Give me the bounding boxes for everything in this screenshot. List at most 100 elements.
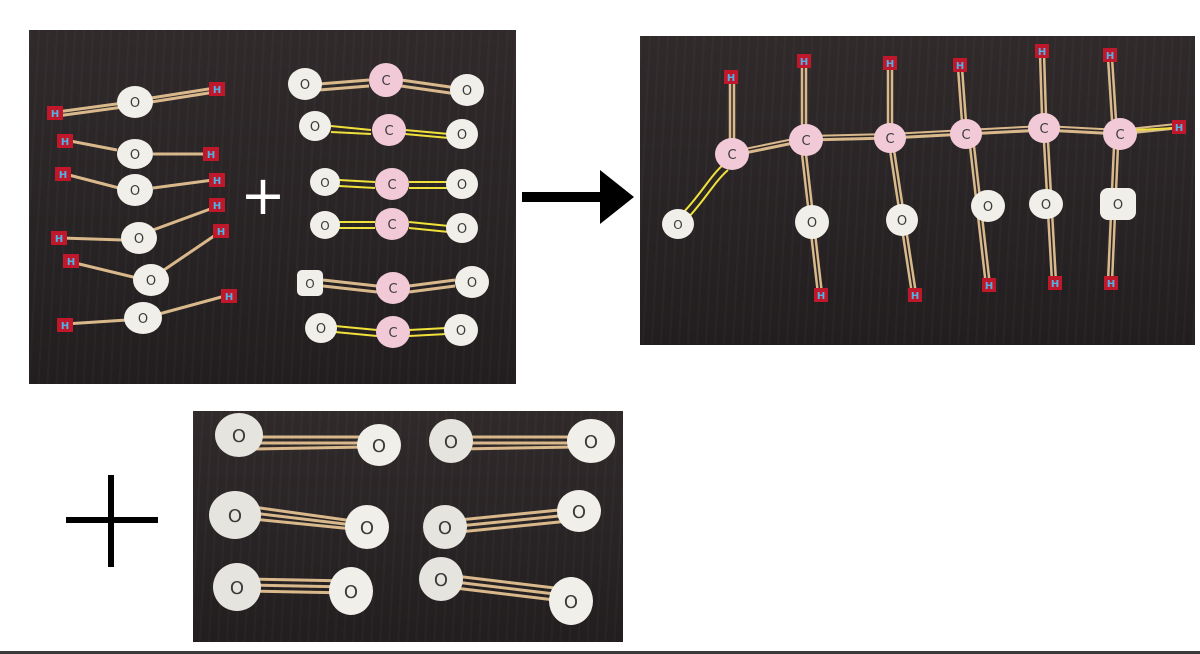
oxygen-atom <box>444 314 478 346</box>
hydrogen-atom <box>209 198 225 212</box>
oxygen-row: O O O O O O <box>662 188 1136 239</box>
oxygen-atom <box>305 313 337 343</box>
carbon-label: C <box>727 148 736 163</box>
carbon-label: C <box>388 282 397 297</box>
oxygen-atom <box>446 119 478 149</box>
oxygen-atom <box>121 222 157 254</box>
hydrogen-atom <box>1104 276 1118 290</box>
hydrogen-label: H <box>59 170 67 181</box>
water-molecule: H H O <box>57 134 219 169</box>
oxygen-atom <box>310 168 340 196</box>
hydrogen-label: H <box>213 176 221 187</box>
hydrogen-label: H <box>800 57 808 68</box>
oxygen-label: O <box>462 84 472 99</box>
oxygen-label: O <box>360 518 374 539</box>
oxygen-atom <box>117 174 153 206</box>
hydrogen-label: H <box>61 321 69 332</box>
oxygen-label: O <box>344 582 358 603</box>
oxygen-label: O <box>457 128 467 143</box>
hydrogen-atom <box>883 56 897 70</box>
carbon-label: C <box>387 178 396 193</box>
hydrogen-label: H <box>1106 51 1114 62</box>
oxygen-label: O <box>444 432 458 453</box>
hydrogen-atom <box>1172 120 1186 134</box>
carbon-atom <box>789 124 823 156</box>
oxygen-atom <box>429 419 473 463</box>
oxygen-atom <box>567 419 615 463</box>
hydrogen-atom <box>47 106 63 120</box>
oxygen-atom <box>1100 188 1136 220</box>
oxygen-atom <box>117 139 153 169</box>
oxygen-label: O <box>438 518 452 539</box>
oxygen-label: O <box>457 178 467 193</box>
hydrogen-atom <box>55 167 71 181</box>
o2-molecule: O O <box>215 413 401 466</box>
o2-molecule: O O <box>429 419 615 463</box>
reaction-arrow-icon <box>522 170 634 224</box>
hydrogen-atom <box>1048 276 1062 290</box>
oxygen-atom <box>971 190 1005 222</box>
hydrogen-atom <box>1103 48 1117 62</box>
hydrogen-label: H <box>207 150 215 161</box>
hydrogen-atom <box>724 70 738 84</box>
water-molecule: H H O <box>63 224 229 296</box>
oxygen-label: O <box>807 216 817 231</box>
hydrogen-atom <box>209 82 225 96</box>
oxygen-atom <box>209 491 261 539</box>
oxygen-atom <box>423 505 467 549</box>
oxygen-label: O <box>983 200 993 215</box>
carbon-atom <box>1103 118 1137 150</box>
reactants-photo: H H O H H O H H O <box>29 30 516 384</box>
hydrogen-atom <box>213 224 229 238</box>
hydrogen-label: H <box>1038 47 1046 58</box>
oxygen-label: O <box>232 426 246 447</box>
o2-molecule: O O <box>423 490 601 549</box>
carbon-atom <box>375 208 409 240</box>
oxygen-atom <box>133 264 169 296</box>
oxygen-photo: O O O O O O O O O O <box>193 411 623 642</box>
hydrogen-label: H <box>67 257 75 268</box>
oxygen-label: O <box>456 324 466 339</box>
oxygen-label: O <box>372 436 386 457</box>
hydrogen-label: H <box>213 85 221 96</box>
oxygen-label: O <box>572 502 586 523</box>
oxygen-atom <box>455 266 489 298</box>
carbon-atom <box>874 123 906 153</box>
hydrogen-atom <box>797 54 811 68</box>
carbon-label: C <box>384 124 393 139</box>
plus-sign: + <box>240 164 285 227</box>
carbon-atom <box>372 114 406 146</box>
hydrogen-atom <box>51 231 67 245</box>
bottom-divider <box>0 651 1200 654</box>
carbon-label: C <box>387 218 396 233</box>
hydrogen-label: H <box>213 201 221 212</box>
hydrogen-atom <box>814 288 828 302</box>
hydrogen-atom <box>221 289 237 303</box>
hydrogen-label: H <box>985 281 993 292</box>
carbon-atom <box>1028 113 1060 143</box>
hydrogen-label: H <box>956 61 964 72</box>
co2-molecule: O C O <box>305 313 478 348</box>
oxygen-label: O <box>146 274 156 289</box>
oxygen-atom <box>215 413 263 457</box>
oxygen-label: O <box>130 184 140 199</box>
carbon-label: C <box>1039 122 1048 137</box>
product-scene: H H H H H H H H H H H H <box>662 44 1186 302</box>
oxygen-label: O <box>310 120 320 135</box>
oxygen-label: O <box>467 276 477 291</box>
hydrogen-label: H <box>225 292 233 303</box>
hydrogen-label: H <box>1175 123 1183 134</box>
oxygen-label: O <box>584 432 598 453</box>
oxygen-label: O <box>316 322 326 337</box>
oxygen-label: O <box>228 506 242 527</box>
oxygen-label: O <box>138 312 148 327</box>
carbon-chain: C C C C C C <box>715 113 1137 170</box>
carbon-atom <box>375 168 409 200</box>
water-molecule: H H O <box>55 167 225 206</box>
hydrogen-atom <box>209 173 225 187</box>
hydrogen-atom <box>57 134 73 148</box>
oxygen-atom <box>345 505 389 549</box>
oxygen-atom <box>329 567 373 615</box>
oxygen-label: O <box>130 96 140 111</box>
water-molecule: H H O <box>51 198 225 254</box>
